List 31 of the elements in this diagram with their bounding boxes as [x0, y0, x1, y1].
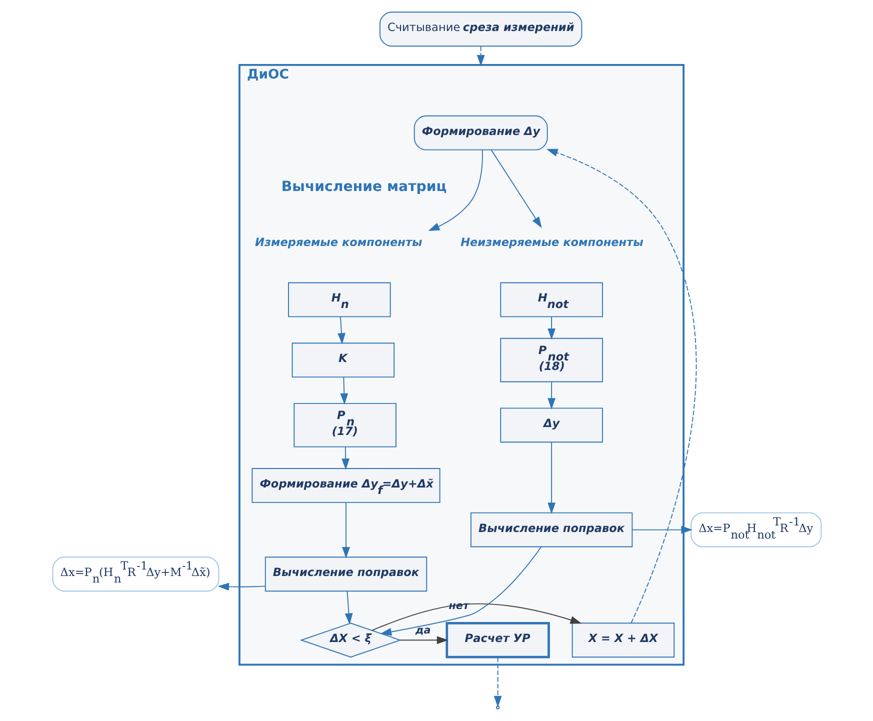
arrow	[342, 502, 350, 558]
arrow	[337, 316, 345, 344]
arrow	[493, 656, 502, 708]
node-box: Считывание среза измерений	[378, 12, 582, 47]
arrow	[546, 148, 696, 624]
node-box: Вычисление поправок	[264, 556, 427, 592]
arrow	[428, 149, 482, 232]
arrow	[547, 316, 556, 340]
arrow	[547, 382, 556, 410]
arrow	[371, 603, 582, 631]
arrow	[340, 376, 348, 405]
arrow	[631, 526, 692, 534]
node-box: Δy	[500, 408, 602, 443]
node-box: K	[291, 342, 394, 378]
label: Вычисление матриц	[280, 178, 446, 195]
arrow	[547, 442, 556, 514]
node-text: Неизмеряемые компоненты	[460, 236, 643, 250]
node-diamond: ΔX < ξ	[299, 622, 402, 658]
node-box: Формирование Δy	[413, 115, 548, 150]
node-text: Измеряемые компоненты	[254, 236, 422, 250]
arrow	[341, 446, 350, 470]
arrow	[399, 636, 448, 644]
arrow	[476, 46, 484, 66]
arrow	[490, 149, 542, 228]
edge-label: да	[414, 624, 430, 636]
arrow	[217, 582, 266, 591]
node-box: Вычисление поправок	[470, 512, 632, 548]
arrow	[344, 590, 352, 625]
arrow	[380, 546, 542, 636]
node-box: Расчет УР	[445, 622, 550, 658]
node-box: X = X + ΔX	[571, 622, 674, 658]
